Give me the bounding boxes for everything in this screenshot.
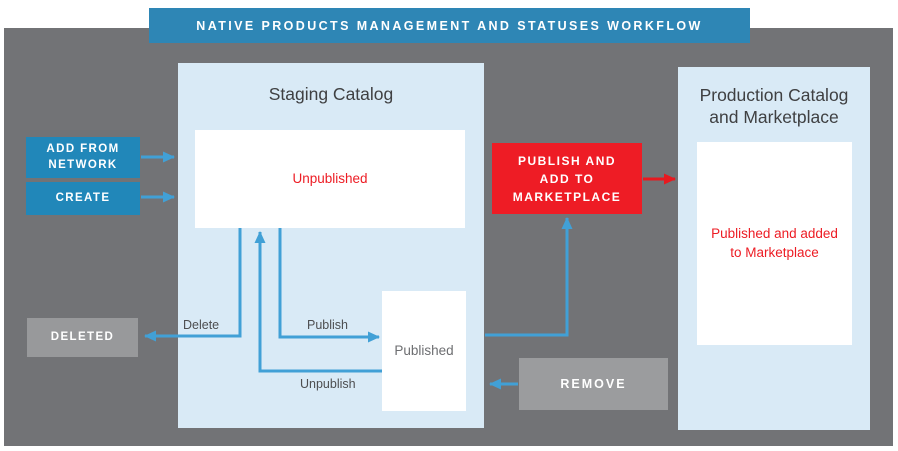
publish-and-add-label: PUBLISH AND ADD TO MARKETPLACE: [512, 153, 622, 204]
production-catalog-title: Production Catalog and Marketplace: [699, 85, 849, 127]
unpublished-state-box: Unpublished: [195, 130, 465, 228]
published-added-state-box: Published and added to Marketplace: [697, 142, 852, 345]
remove-button[interactable]: REMOVE: [519, 358, 668, 410]
unpublish-transition-label: Unpublish: [300, 377, 356, 391]
diagram-title: NATIVE PRODUCTS MANAGEMENT AND STATUSES …: [196, 18, 703, 33]
published-added-state-label: Published and added to Marketplace: [711, 225, 838, 260]
add-from-network-label: ADD FROM NETWORK: [46, 142, 120, 171]
create-label: CREATE: [55, 191, 111, 204]
create-button[interactable]: CREATE: [26, 182, 140, 215]
staging-catalog-title: Staging Catalog: [268, 84, 394, 104]
deleted-status-label: DELETED: [50, 330, 115, 343]
published-state-label: Published: [394, 342, 454, 358]
publish-and-add-button[interactable]: PUBLISH AND ADD TO MARKETPLACE: [492, 143, 642, 214]
remove-label: REMOVE: [560, 376, 627, 391]
publish-transition-label: Publish: [307, 318, 348, 332]
diagram-title-banner: NATIVE PRODUCTS MANAGEMENT AND STATUSES …: [149, 8, 750, 43]
deleted-status-box: DELETED: [27, 318, 138, 357]
unpublished-state-label: Unpublished: [292, 170, 368, 186]
published-state-box: Published: [382, 291, 466, 411]
delete-transition-label: Delete: [183, 318, 220, 332]
add-from-network-button[interactable]: ADD FROM NETWORK: [26, 137, 140, 178]
